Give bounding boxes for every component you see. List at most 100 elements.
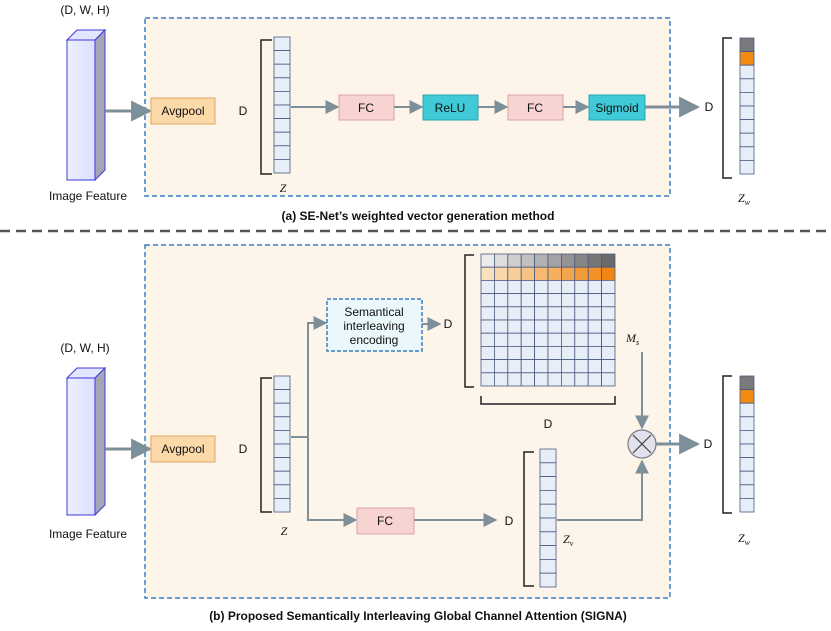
matrix-cell (534, 319, 549, 334)
matrix-cell (520, 332, 536, 347)
matrix-cell (587, 293, 603, 308)
matrix-cell (561, 319, 576, 334)
matrix-cell (507, 345, 522, 360)
vector-cell (539, 448, 557, 464)
matrix-cell (574, 332, 589, 347)
matrix-cell (561, 345, 576, 360)
matrix-cell (534, 253, 549, 268)
matrix-cell (587, 345, 603, 360)
vector-cell (539, 517, 557, 533)
zw-label-a: Zw (738, 191, 751, 207)
matrix-cell (601, 359, 616, 374)
matrix-cell (534, 372, 549, 387)
matrix-cell (574, 266, 589, 281)
zv-d-label: D (505, 514, 514, 528)
matrix-cell (601, 253, 616, 268)
matrix-cell (480, 266, 495, 281)
matrix-cell (507, 279, 522, 294)
matrix-cell (534, 279, 549, 294)
matrix-cell (520, 293, 536, 308)
vector-cell (739, 457, 755, 472)
caption-a: (a) SE-Net’s weighted vector generation … (282, 209, 555, 223)
matrix-cell (520, 372, 536, 387)
matrix-cell (547, 266, 562, 281)
z-vector-a (273, 36, 291, 174)
vector-cell (739, 119, 755, 134)
matrix-cell (601, 345, 616, 360)
matrix-cell (547, 319, 562, 334)
vector-cell (739, 429, 755, 445)
vector-cell (739, 416, 755, 431)
matrix-cell (574, 359, 589, 374)
matrix-cell (480, 372, 495, 387)
matrix-cell (534, 293, 549, 308)
matrix-cell (547, 359, 562, 374)
matrix-cell (561, 332, 576, 347)
fc2-label-a: FC (527, 101, 543, 115)
matrix-cell (547, 293, 562, 308)
matrix-cell (480, 279, 495, 294)
vector-cell (539, 531, 557, 546)
input-dims-b: (D, W, H) (60, 341, 109, 355)
matrix-cell (534, 359, 549, 374)
matrix-cell (574, 253, 589, 268)
ms-label: Ms (625, 331, 639, 347)
matrix-cell (493, 332, 509, 347)
zv-bracket (523, 451, 534, 587)
matrix-cell (587, 306, 603, 321)
vector-cell (739, 51, 755, 66)
vector-cell (273, 443, 291, 459)
vector-cell (539, 503, 557, 519)
vector-cell (539, 489, 557, 505)
dim-d-label-b: D (239, 442, 248, 456)
vector-cell (273, 429, 291, 445)
matrix-cell (534, 306, 549, 321)
fc2-box-a (507, 94, 564, 121)
matrix-cell (561, 359, 576, 374)
matrix-cell (547, 279, 562, 294)
matrix-cell (493, 266, 509, 281)
matrix-cell (507, 253, 522, 268)
arrow-zv-to-multiply (557, 459, 649, 521)
matrix-cell (574, 372, 589, 387)
matrix-cell (507, 319, 522, 334)
matrix-cell (547, 372, 562, 387)
zw-vector-b (739, 375, 755, 513)
vector-cell (539, 476, 557, 491)
caption-b: (b) Proposed Semantically Interleaving G… (209, 609, 627, 623)
vector-cell (273, 158, 291, 174)
vector-cell (273, 131, 291, 147)
matrix-cell (561, 372, 576, 387)
ms-matrix (480, 253, 616, 387)
matrix-cell (587, 279, 603, 294)
matrix-cell (480, 306, 495, 321)
vector-cell (739, 64, 755, 80)
matrix-cell (574, 345, 589, 360)
matrix-cell (520, 319, 536, 334)
matrix-cell (574, 319, 589, 334)
matrix-cell (480, 345, 495, 360)
vector-cell (739, 470, 755, 486)
matrix-cell (507, 266, 522, 281)
vector-cell (273, 375, 291, 391)
matrix-cell (507, 372, 522, 387)
dim-d-label-a: D (239, 104, 248, 118)
matrix-cell (561, 253, 576, 268)
matrix-cell (601, 372, 616, 387)
vector-cell (273, 497, 291, 513)
vector-cell (273, 104, 291, 120)
matrix-cell (587, 319, 603, 334)
relu-box-a (422, 94, 479, 121)
vector-cell (273, 389, 291, 404)
zw-label-b: Zw (738, 531, 751, 547)
image-feature-cube-b (65, 366, 107, 517)
vector-cell (273, 402, 291, 418)
image-feature-cube-a (65, 28, 107, 182)
matrix-cell (574, 306, 589, 321)
vector-cell (739, 146, 755, 161)
matrix-cell (547, 345, 562, 360)
avgpool-label-b: Avgpool (161, 442, 204, 456)
sigmoid-box-a (588, 94, 646, 121)
out-d-label-a: D (705, 100, 714, 114)
